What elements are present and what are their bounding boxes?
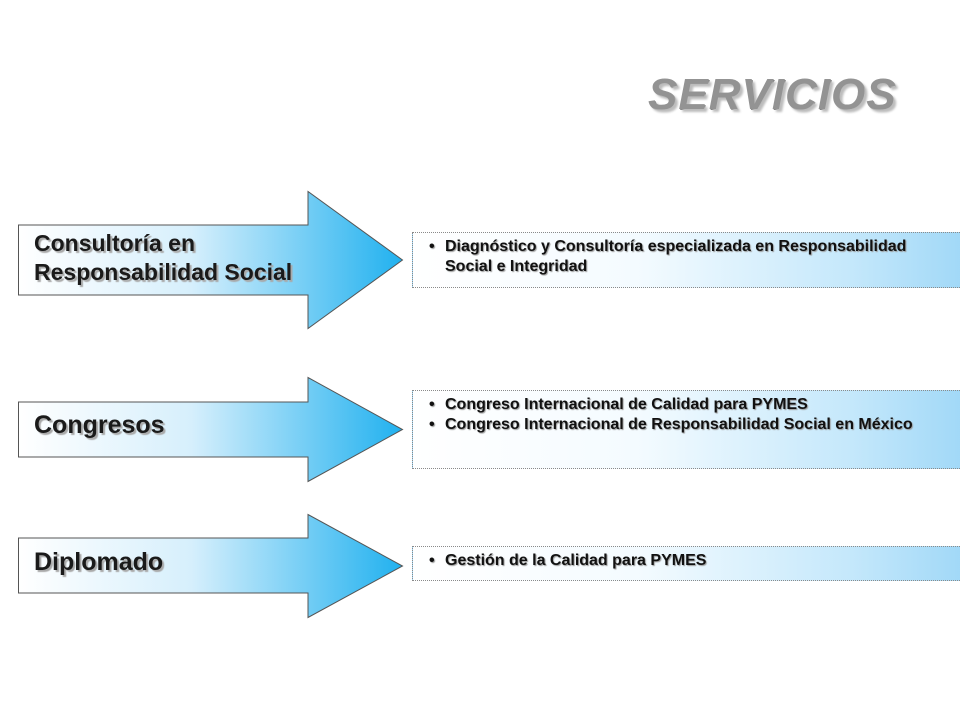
label-line-2: Responsabilidad Social	[34, 259, 293, 285]
list-item: • Gestión de la Calidad para PYMES	[423, 551, 945, 571]
arrow-shape	[18, 513, 404, 619]
details-list: • Diagnóstico y Consultoría especializad…	[413, 233, 960, 277]
list-item: • Congreso Internacional de Calidad para…	[423, 395, 945, 415]
arrow-shape	[18, 376, 404, 483]
details-list: • Congreso Internacional de Calidad para…	[413, 391, 960, 435]
bullet-icon: •	[429, 552, 435, 569]
bullet-icon: •	[429, 238, 435, 255]
slide-title: SERVICIOS	[648, 70, 897, 119]
list-item: • Congreso Internacional de Responsabili…	[423, 415, 945, 435]
service-arrow-consultoria: Consultoría en Responsabilidad Social	[18, 190, 404, 330]
service-label-diplomado: Diplomado	[34, 548, 164, 576]
list-item-text: Diagnóstico y Consultoría especializada …	[445, 238, 907, 275]
service-arrow-congresos: Congresos	[18, 376, 404, 483]
service-details-diplomado: • Gestión de la Calidad para PYMES	[412, 546, 960, 581]
list-item-text: Congreso Internacional de Responsabilida…	[445, 416, 913, 433]
service-label-consultoria: Consultoría en Responsabilidad Social	[34, 229, 292, 287]
service-label-congresos: Congresos	[34, 411, 165, 439]
label-line-1: Consultoría en	[34, 230, 196, 256]
bullet-icon: •	[429, 416, 435, 433]
arrow-shape	[18, 190, 404, 330]
service-details-congresos: • Congreso Internacional de Calidad para…	[412, 390, 960, 469]
list-item-text: Gestión de la Calidad para PYMES	[445, 552, 707, 569]
details-list: • Gestión de la Calidad para PYMES	[413, 547, 960, 571]
list-item: • Diagnóstico y Consultoría especializad…	[423, 237, 945, 277]
bullet-icon: •	[429, 396, 435, 413]
service-arrow-diplomado: Diplomado	[18, 513, 404, 619]
list-item-text: Congreso Internacional de Calidad para P…	[445, 396, 808, 413]
service-details-consultoria: • Diagnóstico y Consultoría especializad…	[412, 232, 960, 288]
